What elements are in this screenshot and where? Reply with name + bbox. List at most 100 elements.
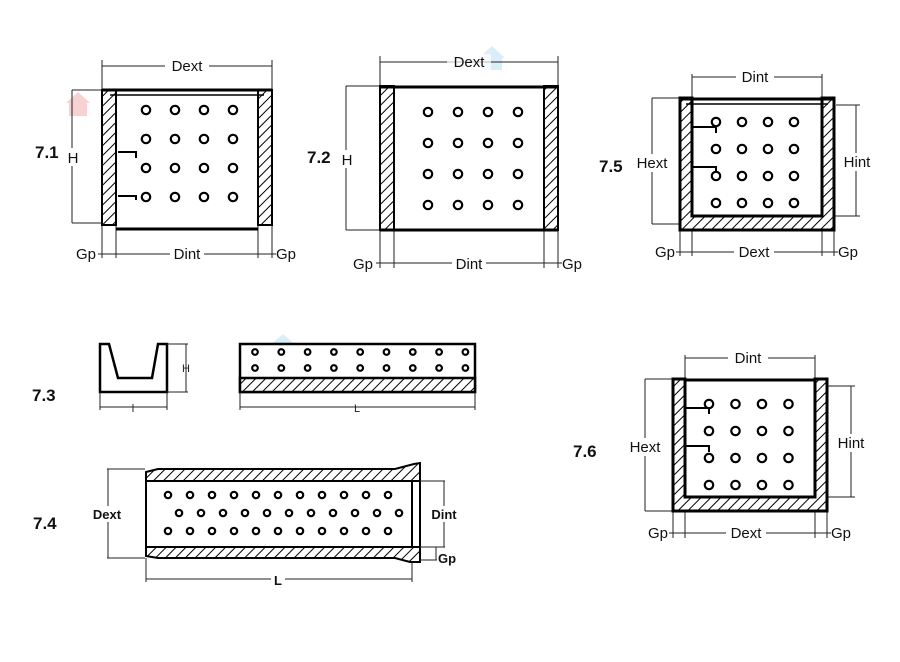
label-dint: Dint [735,350,763,367]
label-hint: Hint [844,154,872,171]
perforation-hole [317,526,327,536]
perforation-hole [361,526,371,536]
perforation-hole [227,104,239,116]
perforation-hole [140,162,152,174]
figure-number: 7.1 [35,143,59,162]
perforation-hole [372,508,382,518]
label-h: H [68,150,79,167]
perforation-hole [736,197,748,209]
label-l-small: l [132,403,134,415]
label-gp-left: Gp [353,256,373,273]
perforation-hole [251,348,259,356]
perforation-hole [756,425,768,437]
perforation-hole [756,479,768,491]
perforation-hole [169,104,181,116]
perforation-hole [482,137,494,149]
label-dint: Dint [431,507,457,522]
tube-hole-grid [163,490,404,536]
figure-number: 7.2 [307,148,331,167]
label-gp-right: Gp [276,246,296,263]
perforation-hole [330,348,338,356]
perforation-hole [736,170,748,182]
label-gp-left: Gp [648,525,668,542]
perforation-hole [277,348,286,356]
perforation-hole [330,364,338,372]
perforation-hole [512,106,524,118]
perforation-hole [251,364,259,372]
label-hext: Hext [630,439,662,456]
perforation-hole [783,479,794,491]
perforation-hole [482,199,494,211]
label-h: H [182,363,190,375]
label-hint: Hint [838,435,866,452]
label-dext: Dext [93,507,122,522]
perforation-hole [783,425,794,437]
perforation-hole [762,170,774,182]
perforation-hole [756,452,768,464]
label-dint: Dint [456,256,484,273]
perforation-hole [198,133,210,145]
perforation-hole [140,104,152,116]
perforation-hole [422,199,434,211]
perforation-hole [306,508,316,518]
perforation-hole [382,348,391,356]
perforation-hole [163,526,173,536]
perforation-hole [422,106,434,118]
perforation-hole [762,143,774,155]
perforation-hole [198,162,210,174]
perforation-hole [339,490,349,500]
perforation-hole [736,116,748,128]
figure-7-5: 7.5 Dint Hext Hint Gp Dext Gp [599,69,874,261]
perforation-hole [482,168,494,180]
perforation-hole [383,490,393,500]
perforation-hole [361,490,371,500]
label-dext: Dext [454,54,486,71]
perforation-hole [512,137,524,149]
label-gp-right: Gp [562,256,582,273]
figure-number: 7.3 [32,386,56,405]
perforation-hole [356,348,365,356]
perforation-hole [730,398,741,410]
perforation-hole [207,490,217,500]
perforation-hole [756,398,768,410]
perforation-hole [169,162,181,174]
perforation-hole [452,137,464,149]
perforation-hole [140,191,152,203]
perforation-hole [422,137,434,149]
perforation-hole [788,197,800,209]
perforation-hole [710,116,722,128]
perforation-hole [703,425,715,437]
perforation-hole [482,106,494,118]
figure-7-4: 7.4 Dext Dint Gp L [33,461,460,588]
perforation-hole [730,425,741,437]
perforation-hole [284,508,294,518]
perforation-hole [227,133,239,145]
perforation-hole [317,490,327,500]
perforation-hole [710,197,722,209]
perforation-hole [762,197,774,209]
perforation-hole [382,364,391,372]
perforation-hole [227,191,239,203]
label-length: L [274,573,282,588]
label-gp-right: Gp [838,244,858,261]
label-gp: Gp [438,551,456,566]
perforation-hole [435,364,444,372]
perforation-hole [422,168,434,180]
perforation-hole [273,526,283,536]
perforation-hole [783,398,794,410]
perforation-hole [140,133,152,145]
hole-grid [422,106,524,211]
perforation-hole [277,364,286,372]
perforation-hole [703,452,715,464]
perforation-hole [251,526,261,536]
perforation-hole [295,526,305,536]
label-dint: Dint [742,69,770,86]
label-dext-bottom: Dext [731,525,763,542]
hole-grid [710,116,800,209]
perforation-hole [169,191,181,203]
perforation-hole [169,133,181,145]
perforation-hole [512,199,524,211]
perforation-hole [303,364,312,372]
perforation-hole [303,348,312,356]
figure-7-1: 7.1 Dext H Gp Dint Gp [35,58,296,263]
